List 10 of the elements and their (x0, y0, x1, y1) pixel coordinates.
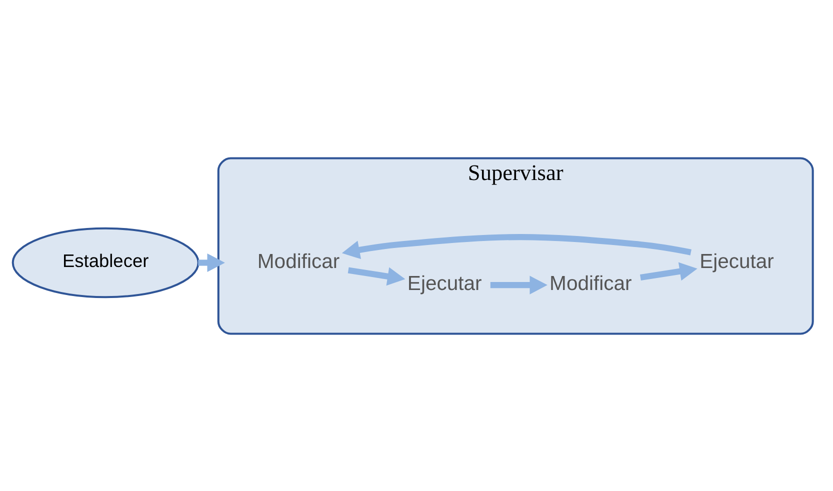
arrow (347, 266, 405, 286)
node-text: Modificar (256, 250, 340, 272)
arrow (198, 252, 224, 272)
node-text: Ejecutar (699, 250, 774, 272)
arrow (490, 275, 547, 294)
arrow (640, 262, 697, 280)
arrow (341, 234, 691, 259)
node-ellipse: Establecer (11, 226, 199, 298)
node-text: Ejecutar (406, 272, 482, 295)
node-text: Modificar (549, 272, 632, 295)
